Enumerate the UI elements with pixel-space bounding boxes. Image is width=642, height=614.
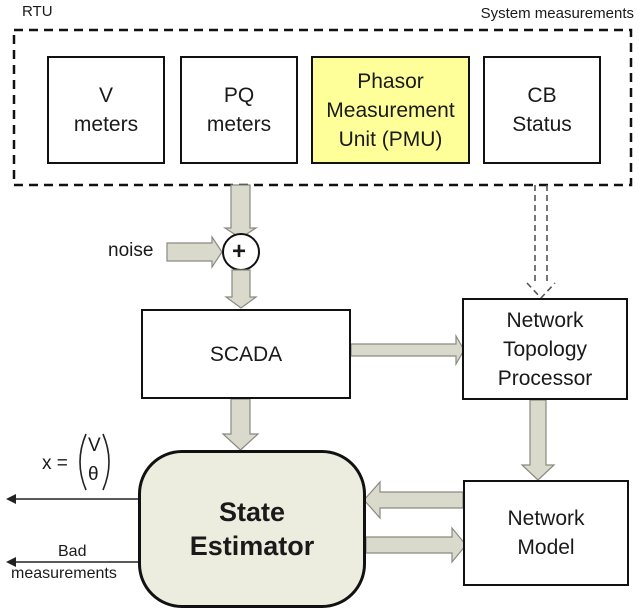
state-estimator-box: State Estimator bbox=[138, 450, 366, 608]
model-line-2: Model bbox=[517, 536, 575, 559]
rtu-frame bbox=[12, 28, 633, 187]
v-meters-line-1: V bbox=[98, 84, 113, 107]
arrow-scada-to-estimator bbox=[221, 398, 260, 451]
bad-measurements-line-1: Bad bbox=[58, 543, 87, 560]
matrix-right-bracket bbox=[102, 433, 110, 491]
cb-status-line-2: Status bbox=[512, 113, 572, 136]
arrow-scada-to-topology bbox=[350, 333, 465, 367]
topology-line-1: Network bbox=[506, 308, 584, 332]
noise-label: noise bbox=[108, 240, 154, 261]
arrow-noise-to-adder bbox=[166, 235, 223, 269]
arrow-adder-to-scada bbox=[224, 269, 258, 309]
v-meters-line-2: meters bbox=[73, 113, 139, 136]
output-bad-arrowhead bbox=[6, 557, 16, 567]
cb-status-box: CB Status bbox=[483, 56, 601, 164]
pmu-line-3: Unit (PMU) bbox=[338, 127, 443, 151]
system-measurements-label: System measurements bbox=[480, 5, 634, 22]
network-model-box: Network Model bbox=[463, 480, 629, 586]
arrow-topology-to-model bbox=[520, 399, 556, 481]
scada-label: SCADA bbox=[209, 342, 283, 366]
rtu-label: RTU bbox=[22, 3, 53, 20]
bad-measurements-line-2: measurements bbox=[11, 565, 117, 582]
output-state-arrowhead bbox=[6, 494, 16, 504]
topology-line-2: Topology bbox=[502, 337, 588, 361]
scada-box: SCADA bbox=[141, 309, 351, 399]
state-vector-prefix: x = bbox=[42, 453, 68, 474]
arrow-estimator-to-model bbox=[365, 526, 467, 564]
pq-meters-line-1: PQ bbox=[223, 84, 255, 107]
topology-processor-box: Network Topology Processor bbox=[462, 298, 628, 400]
cb-status-line-1: CB bbox=[527, 84, 557, 107]
arrow-model-to-estimator bbox=[363, 480, 464, 520]
topology-line-3: Processor bbox=[497, 366, 593, 390]
pmu-line-2: Measurement bbox=[326, 98, 455, 122]
arrow-rtu-to-adder bbox=[222, 184, 259, 239]
pq-meters-box: PQ meters bbox=[180, 56, 298, 164]
estimator-line-2: Estimator bbox=[189, 531, 315, 561]
arrow-cb-to-topology bbox=[526, 185, 556, 300]
state-vector-v: V bbox=[88, 435, 101, 456]
estimator-line-1: State bbox=[218, 497, 286, 527]
model-line-1: Network bbox=[507, 507, 585, 530]
pmu-line-1: Phasor bbox=[357, 69, 424, 93]
state-vector-theta: θ bbox=[88, 464, 99, 485]
pmu-box: Phasor Measurement Unit (PMU) bbox=[311, 56, 470, 164]
v-meters-box: V meters bbox=[47, 56, 165, 164]
pq-meters-line-2: meters bbox=[206, 113, 272, 136]
matrix-left-bracket bbox=[79, 433, 87, 491]
adder-symbol: + bbox=[232, 238, 247, 265]
